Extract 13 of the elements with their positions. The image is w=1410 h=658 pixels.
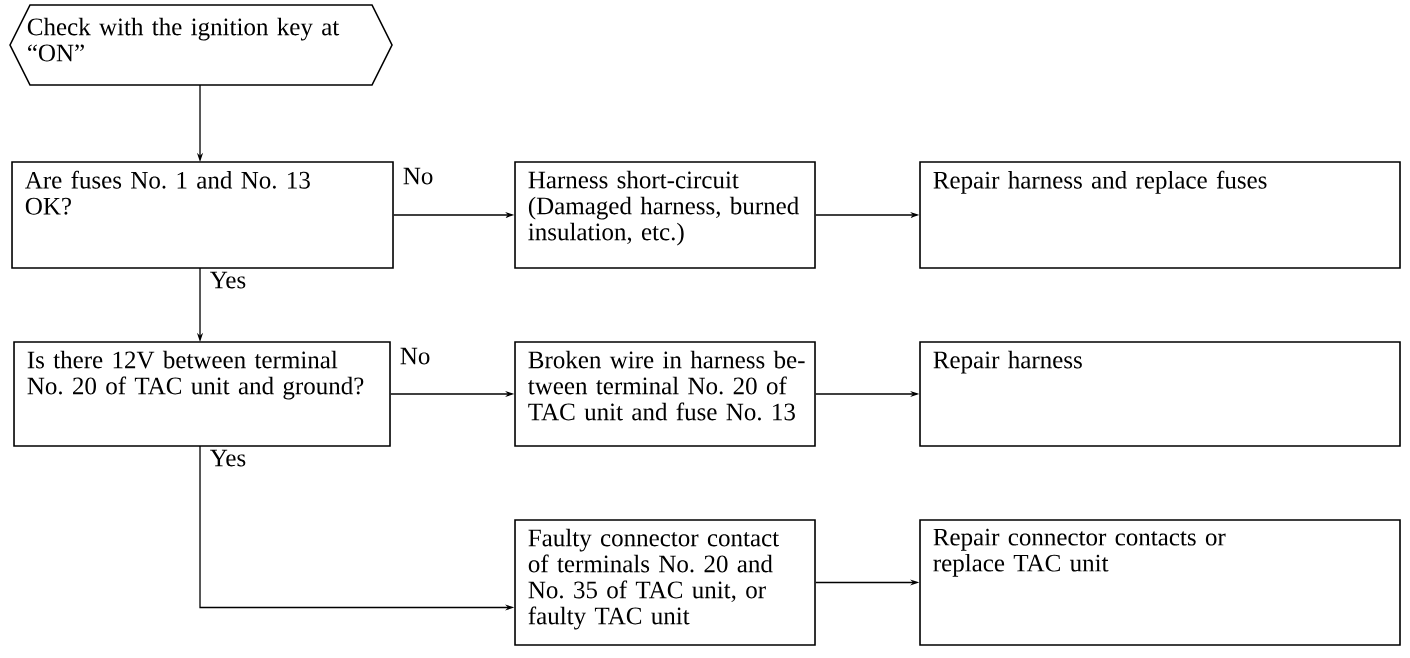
- edge-label: No: [401, 166, 435, 186]
- process-box: Repair harness and replace fuses: [919, 161, 1401, 269]
- process-box: Repair harness: [919, 341, 1401, 447]
- process-box: Faulty connector contact of terminals No. 20 and No. 35 of TAC unit, or faulty TAC unit: [514, 519, 816, 646]
- edge-label: Yes: [208, 448, 248, 468]
- process-box: Broken wire in harness be- tween terminal No. 20 of TAC unit and fuse No. 13: [514, 341, 816, 447]
- edge-label: No: [398, 346, 432, 366]
- process-box: Harness short-circuit (Damaged harness, burned insulation, etc.): [514, 161, 816, 269]
- start-hexagon: Check with the ignition key at “ON”: [9, 4, 393, 86]
- process-box: Repair connector contacts or replace TAC unit: [919, 519, 1401, 646]
- edge-label: Yes: [208, 270, 248, 290]
- decision-box: Is there 12V between terminal No. 20 of TAC unit and ground?: [13, 341, 391, 447]
- decision-box: Are fuses No. 1 and No. 13 OK?: [11, 161, 394, 269]
